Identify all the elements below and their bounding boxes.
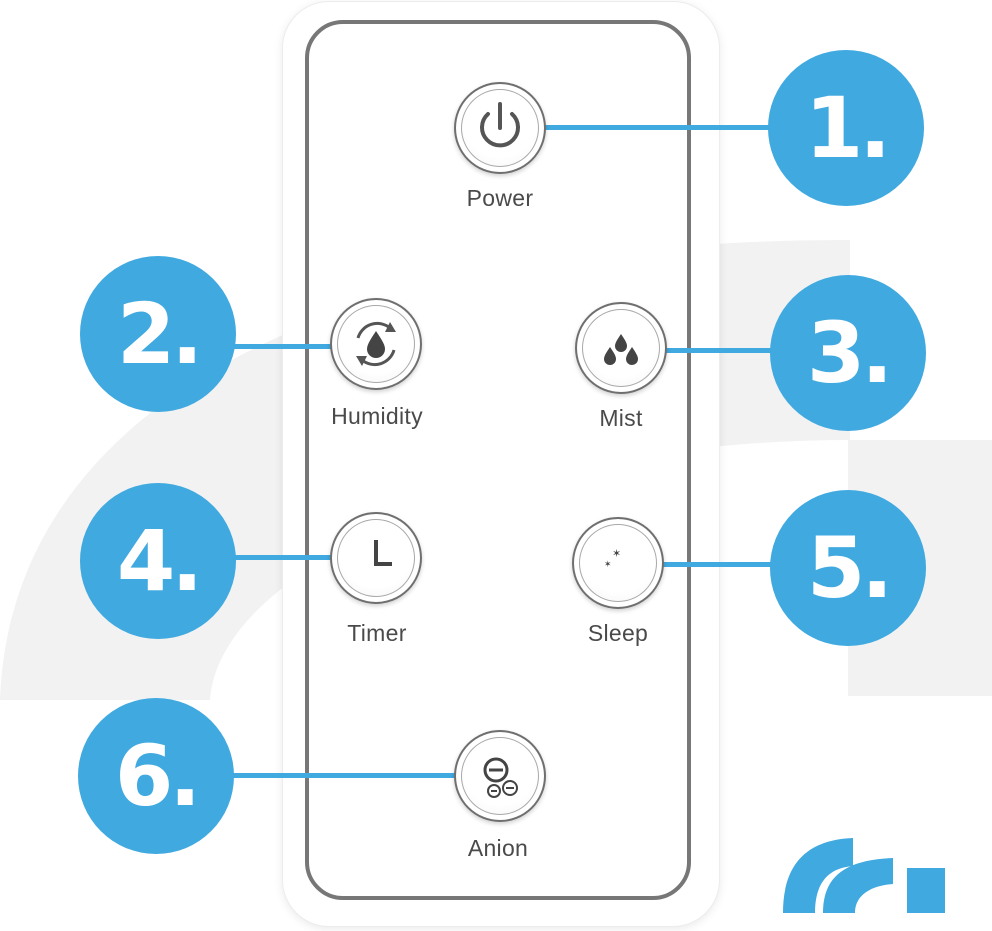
connector-line-anion xyxy=(200,773,490,778)
mist-button[interactable] xyxy=(575,302,667,394)
sleep-label: Sleep xyxy=(587,620,649,646)
connector-line-power xyxy=(530,125,790,130)
badge-5: 5. xyxy=(770,490,926,646)
timer-button[interactable] xyxy=(330,512,422,604)
power-icon xyxy=(480,102,520,148)
anion-label: Anion xyxy=(467,835,529,861)
power-label: Power xyxy=(466,185,534,211)
mist-label: Mist xyxy=(599,405,643,431)
sleep-button[interactable]: ✶ ✶ xyxy=(572,517,664,609)
clock-icon xyxy=(374,540,392,566)
badge-4: 4. xyxy=(80,483,236,639)
humidity-label: Humidity xyxy=(331,403,423,429)
humidity-button[interactable] xyxy=(330,298,422,390)
humidity-cycle-icon xyxy=(356,321,396,367)
connector-line-timer xyxy=(200,555,360,560)
badge-3: 3. xyxy=(770,275,926,431)
brand-logo-icon xyxy=(783,838,945,913)
svg-text:✶: ✶ xyxy=(604,560,612,570)
connector-line-humidity xyxy=(200,344,360,349)
power-button[interactable] xyxy=(454,82,546,174)
badge-6: 6. xyxy=(78,698,234,854)
badge-2: 2. xyxy=(80,256,236,412)
anion-button[interactable] xyxy=(454,730,546,822)
svg-text:✶: ✶ xyxy=(612,547,621,560)
moon-stars-icon: ✶ ✶ xyxy=(602,547,637,583)
anion-icon xyxy=(483,757,518,798)
connector-line-sleep xyxy=(630,562,790,567)
connector-line-mist xyxy=(630,348,790,353)
badge-1: 1. xyxy=(768,50,924,206)
water-drops-icon xyxy=(604,334,638,365)
timer-label: Timer xyxy=(347,620,407,646)
